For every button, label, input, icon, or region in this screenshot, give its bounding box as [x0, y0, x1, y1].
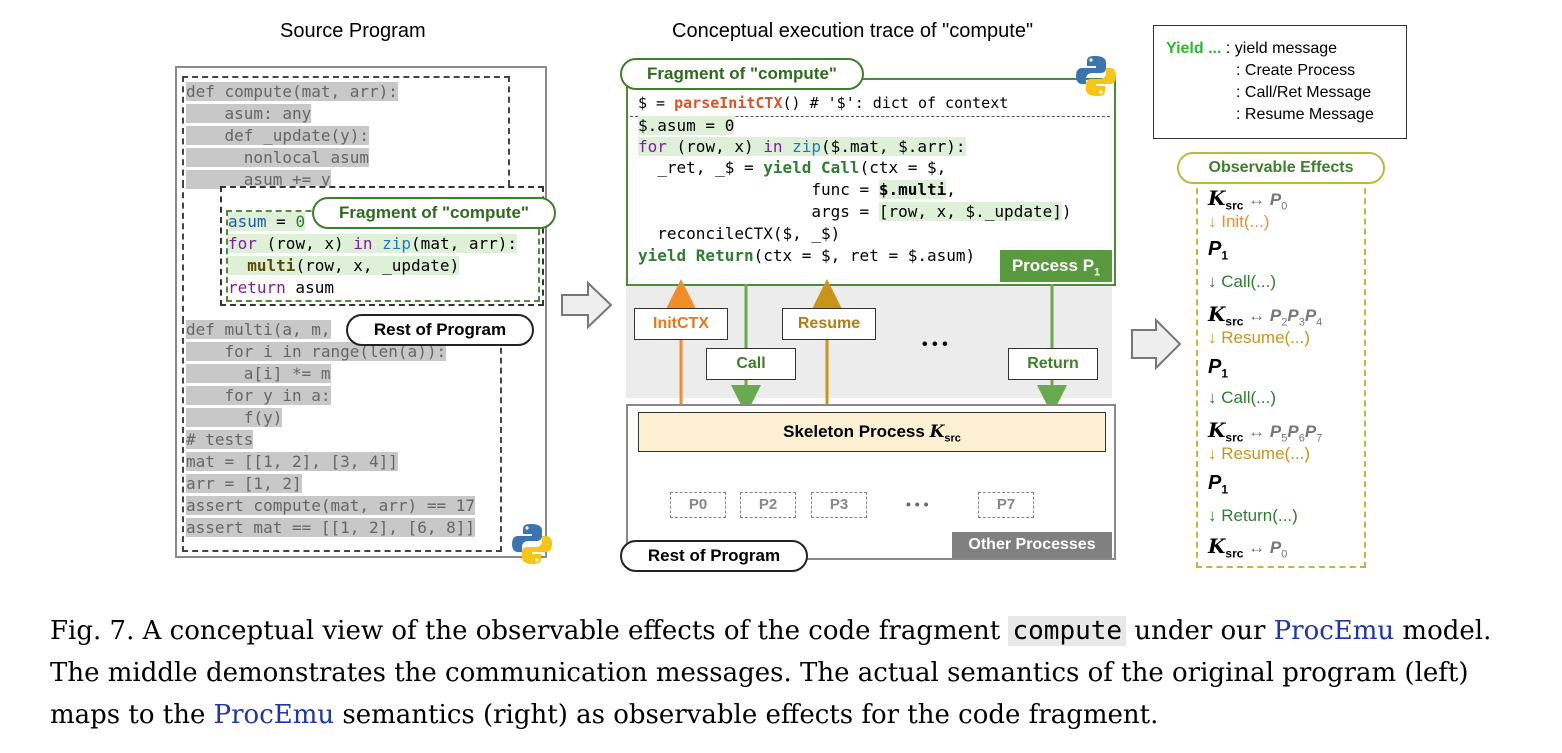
source-code-line: for i in range(len(a)): [186, 342, 447, 361]
source-code-line: nonlocal asum [186, 148, 370, 167]
compute-def-outline [182, 76, 510, 186]
source-code-line: asum: any [186, 104, 312, 123]
skeleton-process-box: Skeleton Process Ksrc [638, 412, 1106, 452]
legend-yield: Yield ... : yield message [1166, 40, 1338, 57]
process-p7: P7 [978, 492, 1034, 518]
source-code-line: for y in a: [186, 386, 331, 405]
trace-line-2: for (row, x) in zip($.mat, $.arr): [638, 137, 966, 156]
effect-process: P1 [1208, 356, 1229, 381]
fragment-line-3: multi(row, x, _update) [228, 256, 460, 276]
effect-message: ↓ Return(...) [1208, 506, 1298, 525]
source-code-line: assert mat == [[1, 2], [6, 8]] [186, 518, 475, 537]
python-logo-icon [1076, 56, 1116, 96]
effects-title: Observable Effects [1177, 152, 1385, 184]
effect-message: ↓ Call(...) [1208, 272, 1276, 291]
effect-message: ↓ Init(...) [1208, 212, 1270, 231]
message-initctx: InitCTX [634, 308, 728, 340]
effect-skeleton-state: Ksrc ↔ P2P3P4 [1208, 302, 1323, 329]
message-resume: Resume [782, 308, 876, 340]
effect-message: ↓ Resume(...) [1208, 328, 1311, 347]
outline-left-connector [182, 182, 184, 322]
python-logo-icon [512, 524, 552, 564]
process-p0: P0 [670, 492, 726, 518]
process-ellipsis: • • • [906, 496, 929, 512]
message-call: Call [706, 348, 796, 380]
trace-line-5: args = [row, x, $._update]) [638, 202, 1072, 221]
source-code-line: a[i] *= m [186, 364, 331, 383]
flow-arrow-icon [561, 280, 613, 330]
effect-message: ↓ Resume(...) [1208, 444, 1311, 463]
source-fragment-label: Fragment of "compute" [312, 197, 556, 229]
source-code-line: mat = [[1, 2], [3, 4]] [186, 452, 398, 471]
caption-line-3: maps to the ProcEmu semantics (right) as… [50, 700, 1159, 730]
source-code-line: def compute(mat, arr): [186, 82, 398, 101]
effect-skeleton-state: Ksrc ↔ P0 [1208, 534, 1288, 561]
effect-process: P1 [1208, 238, 1229, 263]
source-code-line: asum += y [186, 170, 331, 189]
rest-outline [182, 318, 502, 552]
trace-line-3: _ret, _$ = yield Call(ctx = $, [638, 158, 947, 177]
legend-box [1153, 25, 1407, 139]
effect-message: ↓ Call(...) [1208, 388, 1276, 407]
trace-line-4: func = $.multi, [638, 180, 956, 199]
process-p3: P3 [811, 492, 867, 518]
effect-process: P1 [1208, 472, 1229, 497]
fragment-line-4: return asum [228, 278, 334, 297]
trace-line-7: yield Return(ctx = $, ret = $.asum) [638, 246, 976, 265]
source-code-line: assert compute(mat, arr) == 17 [186, 496, 475, 515]
source-code-line: def multi(a, m, [186, 320, 331, 339]
source-program-title: Source Program [280, 20, 426, 42]
trace-rest-label: Rest of Program [620, 540, 808, 572]
fragment-line-2: for (row, x) in zip(mat, arr): [228, 234, 518, 253]
trace-fragment-label: Fragment of "compute" [620, 58, 864, 90]
trace-line-0: $ = parseInitCTX() # '$': dict of contex… [638, 94, 1009, 112]
fragment-line-1: asum = 0 [228, 212, 306, 231]
source-code-line: # tests [186, 430, 254, 449]
trace-title: Conceptual execution trace of "compute" [672, 20, 1034, 42]
effect-skeleton-state: Ksrc ↔ P5P6P7 [1208, 418, 1323, 445]
legend-callret: : Call/Ret Message [1236, 84, 1372, 101]
process-p2: P2 [740, 492, 796, 518]
source-code-line: f(y) [186, 408, 283, 427]
message-return: Return [1008, 348, 1098, 380]
source-code-line: def _update(y): [186, 126, 370, 145]
effects-box [1196, 168, 1366, 568]
legend-resume: : Resume Message [1236, 106, 1374, 123]
trace-divider [630, 116, 1110, 117]
message-ellipsis: • • • [922, 336, 948, 353]
other-processes-label: Other Processes [952, 532, 1112, 558]
process-p1-label: Process P1 [1000, 250, 1112, 282]
trace-line-1: $.asum = 0 [638, 116, 735, 135]
caption-line-2: The middle demonstrates the communicatio… [50, 658, 1469, 688]
caption-line-1: Fig. 7. A conceptual view of the observa… [50, 616, 1492, 646]
trace-line-6: reconcileCTX($, _$) [638, 224, 841, 243]
effect-skeleton-state: Ksrc ↔ P0 [1208, 186, 1288, 213]
legend-create: : Create Process [1236, 62, 1356, 79]
source-rest-label: Rest of Program [346, 314, 534, 346]
source-code-line: arr = [1, 2] [186, 474, 302, 493]
